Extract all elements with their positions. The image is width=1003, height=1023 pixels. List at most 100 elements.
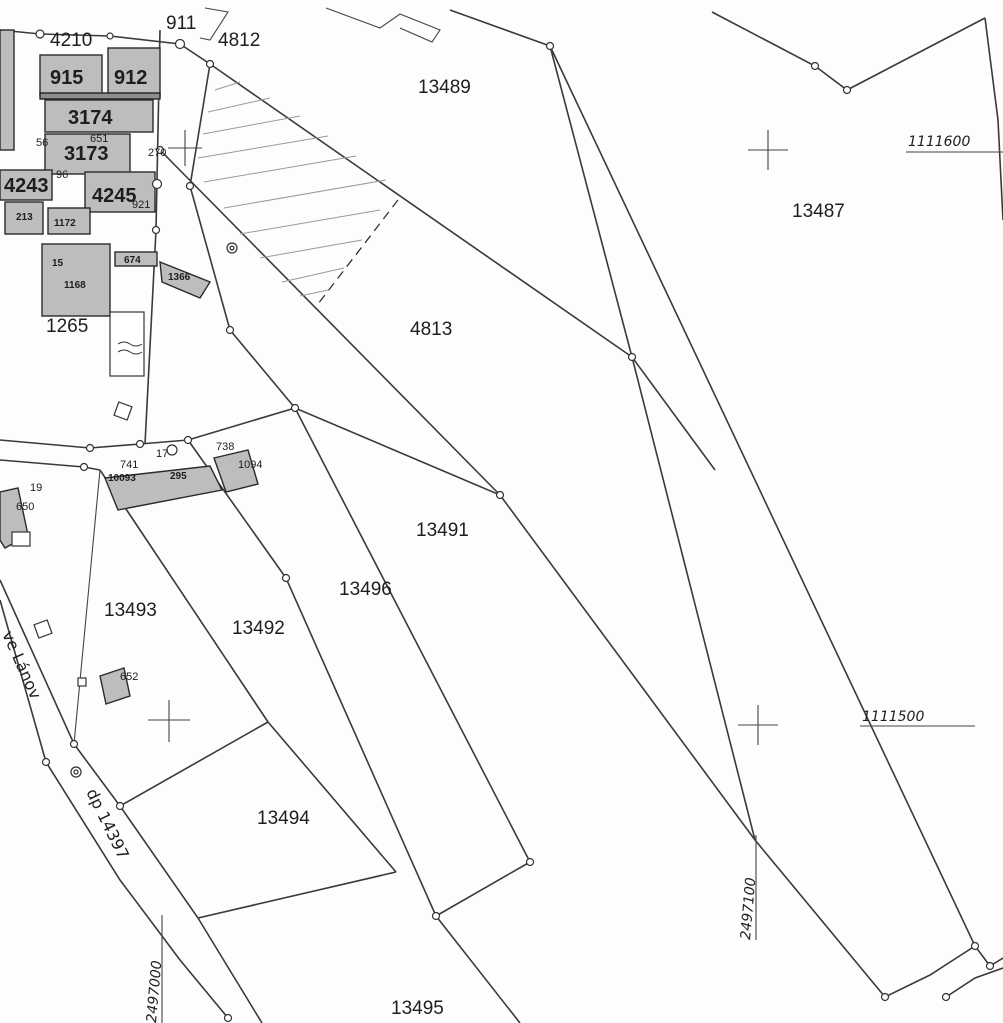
boundary-13491-west (159, 149, 501, 496)
boundary-13496-east (294, 407, 531, 863)
label-3174: 3174 (68, 107, 113, 129)
boundary-13495 (435, 915, 521, 1023)
boundary-13496-north (187, 407, 296, 441)
label-921: 921 (132, 199, 150, 211)
coordinate-labels: 1111600 1111500 2497100 2497000 (144, 134, 970, 1023)
boundary-village-road (0, 439, 189, 449)
boundary-13496-south (435, 861, 531, 917)
coord-1111600: 1111600 (908, 134, 970, 150)
label-270: 270 (148, 147, 166, 159)
label-674: 674 (124, 255, 141, 266)
label-1172: 1172 (54, 218, 76, 229)
label-4812: 4812 (218, 30, 260, 51)
building-row-divider (39, 92, 161, 100)
label-213: 213 (16, 212, 33, 223)
hatched-area (197, 81, 399, 305)
label-56: 56 (36, 137, 48, 149)
boundary-13487-east-diagonal (549, 45, 991, 967)
label-912: 912 (114, 67, 147, 89)
label-96: 96 (56, 169, 68, 181)
label-4245: 4245 (92, 185, 137, 207)
boundary-corner-se-2 (945, 967, 1003, 998)
parcel-13496: 13496 (339, 579, 392, 600)
label-651: 651 (90, 133, 108, 145)
coord-2497100: 2497100 (738, 877, 759, 941)
label-741: 741 (120, 459, 138, 471)
parcel-labels: 13489 13487 4813 13491 13496 13493 13492… (104, 77, 845, 1019)
dashed-boundary (317, 199, 399, 305)
boundary-east-edge (984, 17, 1003, 221)
boundary-13496-west (187, 439, 437, 917)
label-17: 17 (156, 448, 168, 460)
parcel-13494: 13494 (257, 808, 310, 829)
building-652 (99, 667, 131, 705)
small-shed (113, 401, 133, 421)
building-4243 (0, 169, 53, 201)
label-4210: 4210 (50, 30, 92, 51)
grid-crosses (148, 130, 1003, 1023)
label-738: 738 (216, 441, 234, 453)
building-213 (4, 201, 44, 235)
parcel-13492: 13492 (232, 618, 285, 639)
label-19: 19 (30, 482, 42, 494)
label-3173: 3173 (64, 143, 109, 165)
label-650: 650 (16, 501, 34, 513)
parcel-4813: 4813 (410, 319, 452, 340)
boundary-13492-west (99, 469, 397, 873)
label-1094: 1094 (238, 459, 262, 471)
building-912 (107, 47, 161, 97)
parcel-13487: 13487 (792, 201, 845, 222)
label-652: 652 (120, 671, 138, 683)
village-labels: 911 4812 4210 915 912 3174 3173 4243 424… (4, 13, 262, 683)
parcel-13495: 13495 (391, 998, 444, 1019)
boundary-village-north (0, 29, 181, 45)
water-symbol (117, 341, 143, 355)
building-1168 (41, 243, 111, 317)
label-911: 911 (166, 13, 196, 34)
road-labels: dp 14397 ve Lánov (0, 628, 133, 862)
parcel-13489: 13489 (418, 77, 471, 98)
road-edge-west (0, 599, 229, 1019)
small-bldg-tiny (77, 677, 87, 687)
boundary-13489-4813 (209, 63, 633, 358)
road-edge-inner (73, 469, 101, 745)
village-buildings (0, 7, 441, 705)
building-674 (114, 251, 158, 267)
top-structure-911 (199, 7, 229, 41)
boundary-13491-main (189, 185, 756, 841)
pool-outline (109, 311, 145, 377)
road-edge-east (0, 579, 263, 1023)
coord-2497000: 2497000 (144, 960, 165, 1023)
parcel-boundaries (0, 9, 1003, 1023)
building-295 (104, 465, 224, 511)
boundary-south-east (884, 945, 976, 998)
building-1366 (159, 260, 212, 299)
building-4245 (84, 171, 156, 213)
small-bldg-650-annex (11, 531, 31, 547)
boundary-13487-north (711, 11, 986, 91)
boundary-13494-north (119, 721, 269, 807)
road-number-label: dp 14397 (82, 785, 133, 862)
boundary-4813-13491 (631, 356, 716, 471)
label-1168: 1168 (64, 280, 86, 291)
small-bldg-west (33, 619, 53, 639)
label-1366: 1366 (168, 272, 191, 283)
label-915: 915 (50, 67, 83, 89)
building-west-edge (0, 29, 15, 151)
parcel-13493: 13493 (104, 600, 157, 621)
building-1172 (47, 207, 91, 235)
label-4243: 4243 (4, 175, 49, 197)
boundary-13494-south (197, 871, 397, 919)
coord-1111500: 1111500 (862, 709, 924, 725)
building-3174 (44, 99, 154, 133)
label-15: 15 (52, 258, 64, 269)
label-295: 295 (170, 471, 187, 482)
boundary-vertices (35, 29, 995, 1023)
boundary-13487-13489 (449, 9, 886, 998)
parcel-13491: 13491 (416, 520, 469, 541)
top-structure (325, 7, 441, 43)
label-1265: 1265 (46, 316, 88, 337)
building-1094 (213, 449, 259, 493)
label-10093: 10093 (108, 473, 136, 484)
